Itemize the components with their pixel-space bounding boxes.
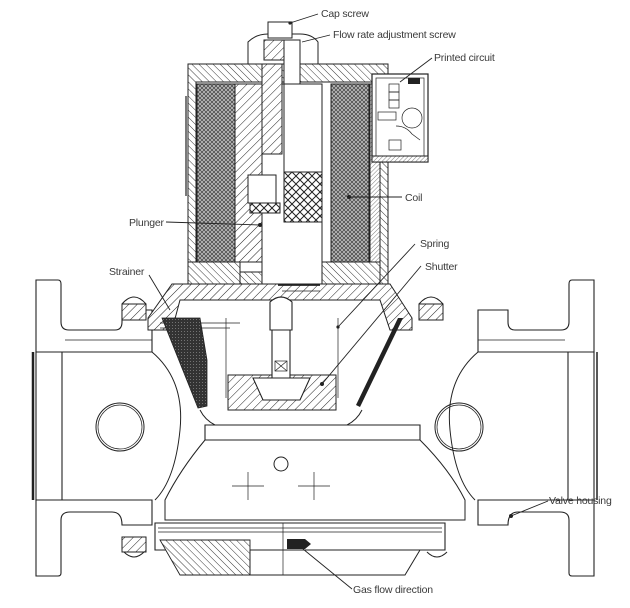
coil-housing	[185, 21, 389, 285]
label-spring: Spring	[420, 238, 450, 250]
label-strainer: Strainer	[109, 266, 145, 278]
shutter-assembly	[227, 284, 337, 411]
label-flow-rate-adjustment-screw: Flow rate adjustment screw	[333, 29, 456, 41]
strainer-mesh	[161, 317, 208, 409]
labels: Cap screw Flow rate adjustment screw Pri…	[109, 8, 612, 596]
label-valve-housing: Valve housing	[549, 495, 612, 507]
coil-winding-right	[330, 83, 370, 263]
label-coil: Coil	[405, 192, 422, 204]
printed-circuit	[371, 73, 429, 163]
label-printed-circuit: Printed circuit	[434, 52, 495, 64]
label-gas-flow-direction: Gas flow direction	[353, 584, 433, 596]
valve-housing	[31, 279, 598, 577]
gas-flow-arrow-icon	[287, 539, 311, 549]
label-plunger: Plunger	[129, 217, 164, 229]
coil-winding-left	[196, 83, 236, 263]
label-shutter: Shutter	[425, 261, 458, 273]
plunger-core	[283, 171, 323, 223]
label-cap-screw: Cap screw	[321, 8, 369, 20]
leader-lines	[148, 13, 549, 590]
